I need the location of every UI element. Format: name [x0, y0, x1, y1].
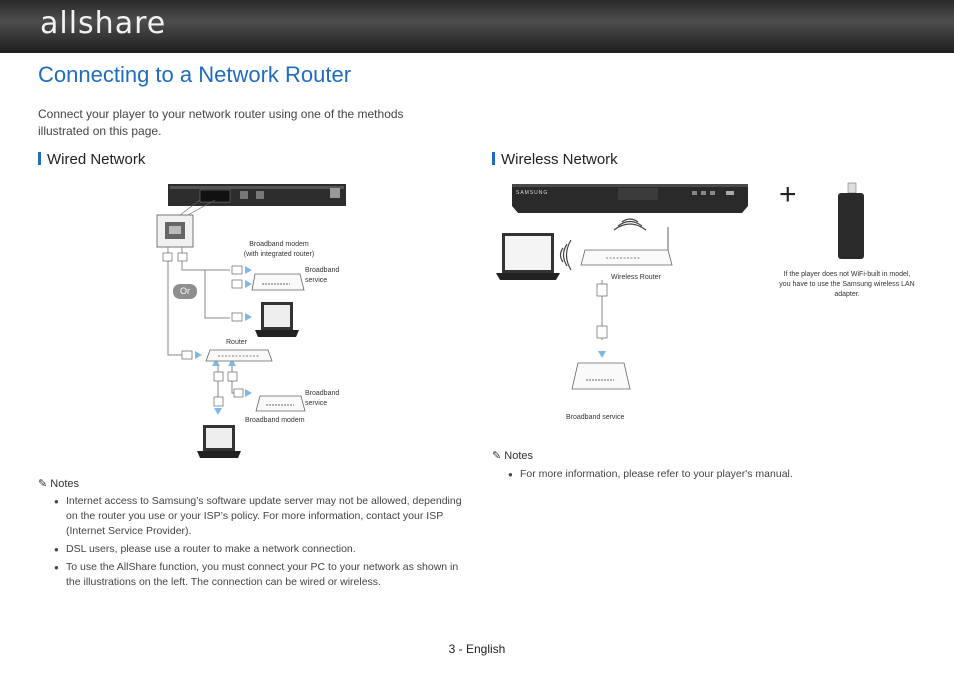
notes-heading-text: Notes: [50, 478, 80, 490]
broadband-service-label: Broadband service: [305, 390, 340, 407]
heading-accent-bar: [38, 152, 41, 165]
cable-plug-icon: [596, 283, 608, 339]
plus-sign: +: [779, 178, 797, 211]
wired-notes-list: Internet access to Samsung’s software up…: [54, 494, 464, 593]
note-item: Internet access to Samsung’s software up…: [54, 494, 464, 539]
laptop-icon: [496, 233, 560, 280]
router-label: Router: [226, 339, 248, 346]
wifi-waves-icon: [613, 218, 647, 231]
page-number: 3 - English: [448, 642, 506, 656]
laptop-icon: [255, 302, 299, 337]
wireless-heading-text: Wireless Network: [501, 151, 618, 168]
modem-router-icon: [251, 273, 305, 291]
broadband-service-label: Broadband service: [305, 267, 340, 284]
lan-port-icon: [156, 214, 194, 248]
or-label: Or: [180, 286, 190, 296]
wireless-notes-heading: ✎ Notes: [492, 449, 533, 462]
wired-notes-heading: ✎ Notes: [38, 477, 79, 490]
note-item: To use the AllShare function, you must c…: [54, 560, 464, 590]
allshare-logo: allshare: [40, 6, 167, 41]
broadband-modem-icon: [571, 362, 631, 390]
broadband-service-label: Broadband service: [566, 414, 625, 421]
pencil-icon: ✎: [38, 478, 48, 490]
cable-plug-icon: [213, 371, 244, 407]
wifi-waves-icon: [559, 239, 572, 271]
adapter-note: If the player does not WiFi-built in mod…: [779, 271, 915, 298]
player-rear-icon: [168, 184, 346, 206]
heading-accent-bar: [492, 152, 495, 165]
broadband-modem-icon: [255, 395, 306, 412]
router-icon: [205, 349, 273, 362]
wireless-router-icon: [580, 227, 673, 266]
player-front-icon: [512, 184, 748, 213]
pencil-icon: ✎: [492, 450, 502, 462]
wireless-router-label: Wireless Router: [611, 274, 661, 281]
page-title: Connecting to a Network Router: [38, 62, 352, 87]
or-badge: [173, 284, 197, 299]
broadband-modem-label: Broadband modem: [245, 417, 305, 424]
intro-text: Connect your player to your network rout…: [38, 107, 404, 138]
note-item: For more information, please refer to yo…: [508, 467, 908, 482]
note-item: DSL users, please use a router to make a…: [54, 542, 464, 557]
wireless-lan-adapter-icon: [838, 182, 864, 259]
cable-plug-icon: [162, 252, 243, 360]
notes-heading-text: Notes: [504, 450, 534, 462]
wireless-notes-list: For more information, please refer to yo…: [508, 467, 908, 485]
wired-network-heading: Wired Network: [38, 151, 145, 168]
modem-integrated-label: Broadband modem (with integrated router): [243, 241, 315, 258]
wired-heading-text: Wired Network: [47, 151, 146, 168]
header-bar: allshare: [0, 0, 954, 53]
samsung-brand-label: SAMSUNG: [516, 190, 549, 196]
laptop-icon: [197, 425, 241, 458]
wireless-network-heading: Wireless Network: [492, 151, 618, 168]
